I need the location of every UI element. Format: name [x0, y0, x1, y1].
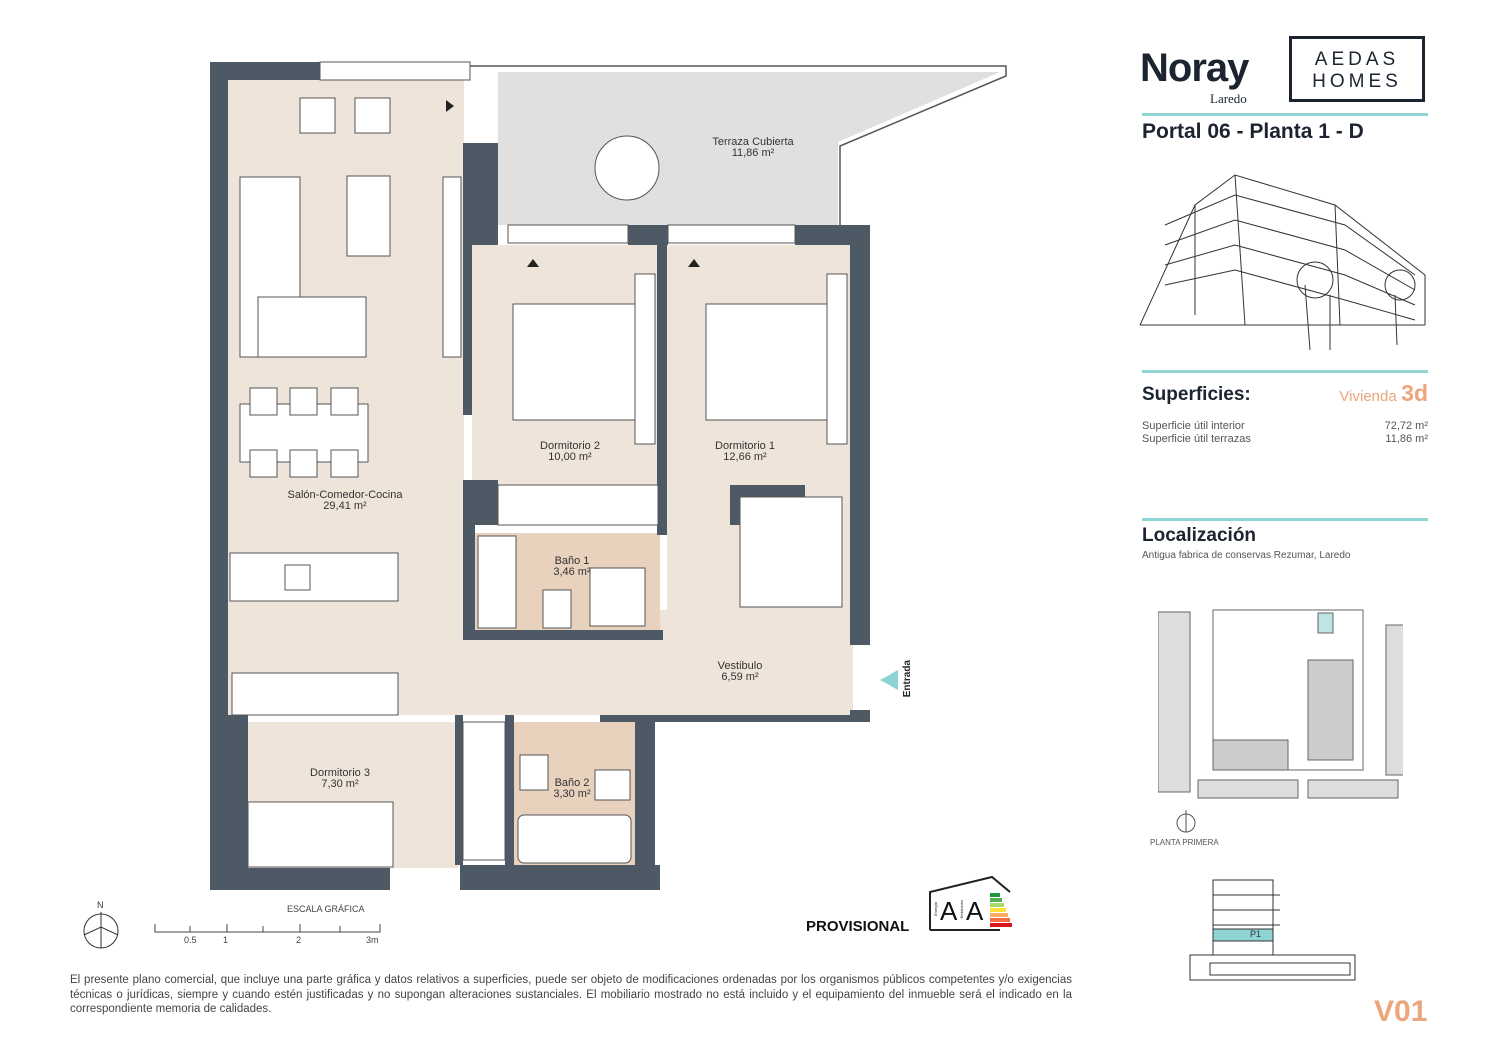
surfaces-heading: Superficies:	[1142, 384, 1251, 405]
unit-type: Vivienda 3d	[1339, 380, 1428, 407]
scale-tick: 0.5	[184, 935, 197, 945]
unit-label: Vivienda	[1339, 388, 1397, 405]
version-label: V01	[1374, 995, 1428, 1028]
compass-label: N	[97, 900, 104, 910]
scale-title: ESCALA GRÁFICA	[287, 904, 365, 914]
building-section	[1189, 879, 1356, 981]
entrance-label: Entrada	[902, 660, 913, 698]
location-heading: Localización	[1142, 525, 1257, 546]
energy-word: Energía	[933, 902, 938, 917]
section-floor-label: P1	[1250, 929, 1262, 939]
divider	[1142, 370, 1428, 373]
divider	[1142, 518, 1428, 521]
entrance-arrow-icon	[880, 670, 898, 690]
furniture	[229, 97, 848, 868]
unit-type-value: 3d	[1401, 380, 1428, 406]
emissions-rating: A	[966, 896, 984, 926]
unit-title: Portal 06 - Planta 1 - D	[1142, 120, 1364, 143]
location-address: Antigua fabrica de conservas Rezumar, La…	[1142, 550, 1351, 561]
energy-rating: A	[940, 896, 958, 926]
disclaimer: El presente plano comercial, que incluye…	[70, 974, 1072, 1015]
site-map	[1158, 609, 1403, 799]
floor-label: PLANTA PRIMERA	[1150, 838, 1219, 847]
scale-tick: 2	[296, 935, 302, 945]
scale-tick: 1	[223, 935, 229, 945]
floor-plan	[83, 61, 1012, 949]
compass-icon	[83, 912, 119, 949]
scale-tick: 3m	[366, 935, 379, 945]
emissions-word: Emisiones	[959, 900, 964, 919]
energy-label-icon	[929, 875, 1012, 931]
project-logo: Noray	[1140, 46, 1249, 90]
scale-bar	[154, 924, 381, 933]
building-sketch	[1139, 174, 1426, 351]
project-location: Laredo	[1210, 91, 1247, 106]
energy-status: PROVISIONAL	[806, 918, 910, 935]
divider	[1142, 113, 1428, 116]
walls	[210, 62, 870, 890]
compass-icon	[1176, 810, 1196, 833]
